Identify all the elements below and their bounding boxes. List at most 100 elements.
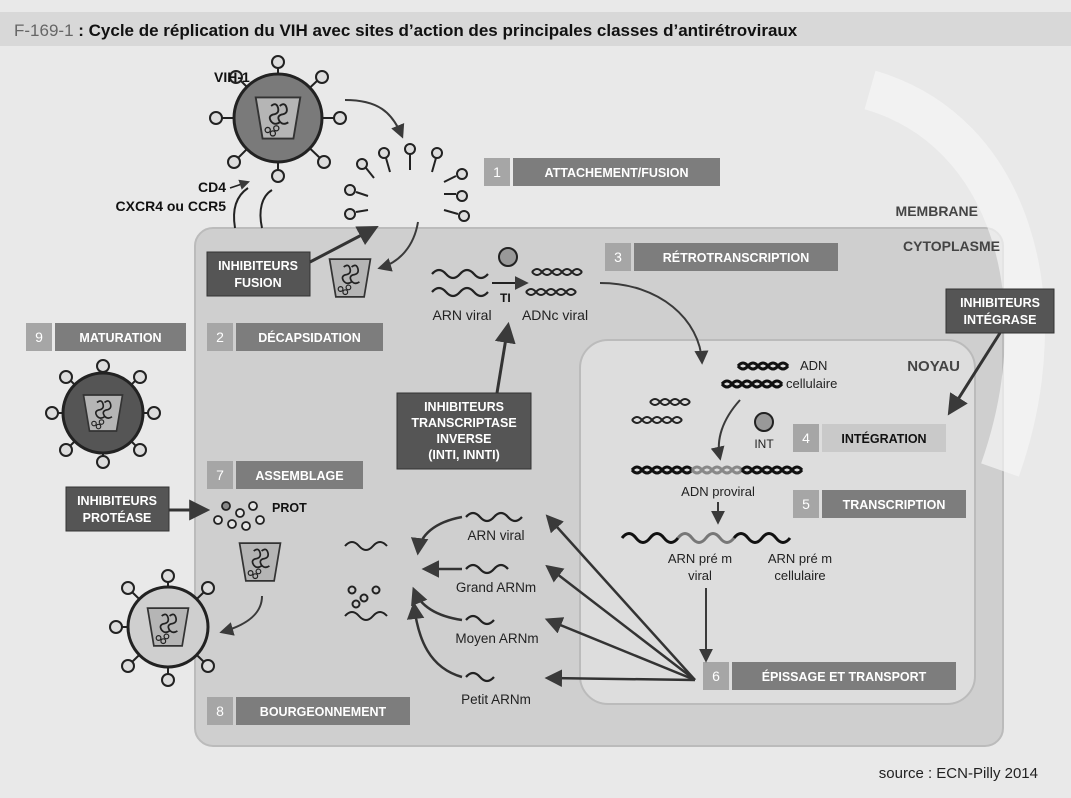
- cellular-dna-helix: [720, 361, 790, 389]
- budding-virion: [109, 569, 215, 687]
- step-label: ATTACHEMENT/FUSION: [545, 166, 689, 180]
- assembly-components: [344, 541, 388, 621]
- step-label-box: [236, 461, 363, 489]
- step-number-box: [207, 697, 233, 725]
- membrane-label: MEMBRANE: [896, 203, 978, 219]
- rna-viral-label: ARN viral: [467, 528, 524, 543]
- inhibitor-rt-line3: INVERSE: [437, 432, 492, 446]
- arrow-cdna-to-nucleus: [599, 282, 709, 365]
- receptor-stalk: [233, 187, 249, 229]
- fusion-pore: [344, 143, 470, 222]
- step-label: BOURGEONNEMENT: [260, 705, 387, 719]
- step-number: 6: [712, 668, 720, 684]
- step-number: 2: [216, 329, 224, 345]
- capsid-uncoating: [328, 258, 372, 298]
- inhibitor-rt-box: INHIBITEURS TRANSCRIPTASE INVERSE (INTI,…: [396, 392, 532, 470]
- step-number-box: [703, 662, 729, 690]
- inhibitor-protease-box: INHIBITEURS PROTÉASE: [65, 486, 170, 532]
- inhibitor-rt-line1: INHIBITEURS: [424, 400, 504, 414]
- step-number: 9: [35, 329, 43, 345]
- step-box-7: 7 ASSEMBLAGE: [207, 461, 363, 489]
- step-label-box: [236, 697, 410, 725]
- arrow-fusion-to-capsid: [377, 221, 419, 272]
- nuclear-cdna-helix: [631, 398, 691, 424]
- arn-pre-viral-label-2: viral: [688, 568, 712, 583]
- viral-cdna-helix: [525, 268, 583, 296]
- prot-label: PROT: [272, 501, 307, 515]
- step-label: DÉCAPSIDATION: [258, 330, 361, 345]
- step-label-box: [236, 323, 383, 351]
- adn-proviral-label: ADN proviral: [681, 484, 755, 499]
- step-number-box: [26, 323, 52, 351]
- rna-moyen-label: Moyen ARNm: [455, 631, 538, 646]
- viral-rna-strands: [431, 268, 489, 298]
- protease-particles: [213, 501, 265, 531]
- arn-pre-cell-label-1: ARN pré m: [768, 551, 832, 566]
- adn-cell-label-2: cellulaire: [786, 376, 837, 391]
- int-label: INT: [754, 437, 774, 451]
- nucleus: [579, 339, 976, 705]
- step-number-box: [484, 158, 510, 186]
- cytoplasm-label: CYTOPLASME: [903, 238, 1000, 254]
- adn-cell-label-1: ADN: [800, 358, 827, 373]
- inhibitor-fusion-line2: FUSION: [234, 276, 281, 290]
- step-label: ASSEMBLAGE: [255, 469, 343, 483]
- arrow-assembly-to-budding: [219, 595, 263, 636]
- arn-pre-viral-label-1: ARN pré m: [668, 551, 732, 566]
- spliced-rna-icons: [465, 511, 523, 683]
- title-bar: [0, 12, 1071, 46]
- arn-pre-cell-label-2: cellulaire: [774, 568, 825, 583]
- step-label-box: [732, 662, 956, 690]
- arn-viral-label: ARN viral: [432, 307, 491, 323]
- step-label-box: [634, 243, 838, 271]
- splicing-export-arrows: [544, 514, 696, 687]
- inhibitor-rt-line2: TRANSCRIPTASE: [411, 416, 516, 430]
- step-label: TRANSCRIPTION: [843, 498, 946, 512]
- inhibitor-protease-line1: INHIBITEURS: [77, 494, 157, 508]
- mature-virion: [45, 359, 161, 469]
- step-number: 7: [216, 467, 224, 483]
- step-label-box: [822, 424, 946, 452]
- step-label: ÉPISSAGE ET TRANSPORT: [762, 669, 927, 684]
- step-label: MATURATION: [79, 331, 161, 345]
- step-label: INTÉGRATION: [841, 431, 926, 446]
- step-number-box: [207, 323, 233, 351]
- step-number: 5: [802, 496, 810, 512]
- step-number: 1: [493, 164, 501, 180]
- step-label-box: [822, 490, 966, 518]
- capsid-assembly: [238, 542, 282, 582]
- step-number-box: [793, 490, 819, 518]
- rna-petit-label: Petit ARNm: [461, 692, 531, 707]
- step-number-box: [207, 461, 233, 489]
- inhibitor-integrase-line2: INTÉGRASE: [964, 312, 1037, 327]
- arrow-integration: [710, 399, 741, 461]
- step-label-box: [55, 323, 186, 351]
- arrow-integrase-inhibitor: [947, 332, 1002, 416]
- arrow-virus-to-fusion: [344, 99, 405, 139]
- arrow-fusion-inhibitor: [309, 226, 379, 264]
- inhibitor-fusion-line1: INHIBITEURS: [218, 259, 298, 273]
- integrase-enzyme-icon: [754, 412, 774, 432]
- receptor-stalk-2: [259, 189, 273, 229]
- step-number-box: [605, 243, 631, 271]
- figure-title: F-169-1 : Cycle de réplication du VIH av…: [14, 21, 798, 40]
- adnc-viral-label: ADNc viral: [522, 307, 588, 323]
- inhibitor-protease-line2: PROTÉASE: [83, 510, 152, 525]
- arrow-rt-inhibitor: [494, 321, 516, 394]
- step-box-2: 2 DÉCAPSIDATION: [207, 323, 383, 351]
- step-box-9: 9 MATURATION: [26, 323, 186, 351]
- pre-mrna-strands: [620, 532, 792, 544]
- step-box-6: 6 ÉPISSAGE ET TRANSPORT: [703, 662, 956, 690]
- inhibitor-integrase-box: INHIBITEURS INTÉGRASE: [945, 288, 1055, 334]
- step-box-5: 5 TRANSCRIPTION: [793, 490, 966, 518]
- inhibitor-integrase-line1: INHIBITEURS: [960, 296, 1040, 310]
- nucleus-label: NOYAU: [907, 358, 960, 375]
- rna-to-assembly-arrows: [406, 515, 463, 679]
- ti-label: TI: [500, 291, 511, 305]
- step-label: RÉTROTRANSCRIPTION: [663, 250, 810, 265]
- proviral-dna-helix: [630, 465, 804, 475]
